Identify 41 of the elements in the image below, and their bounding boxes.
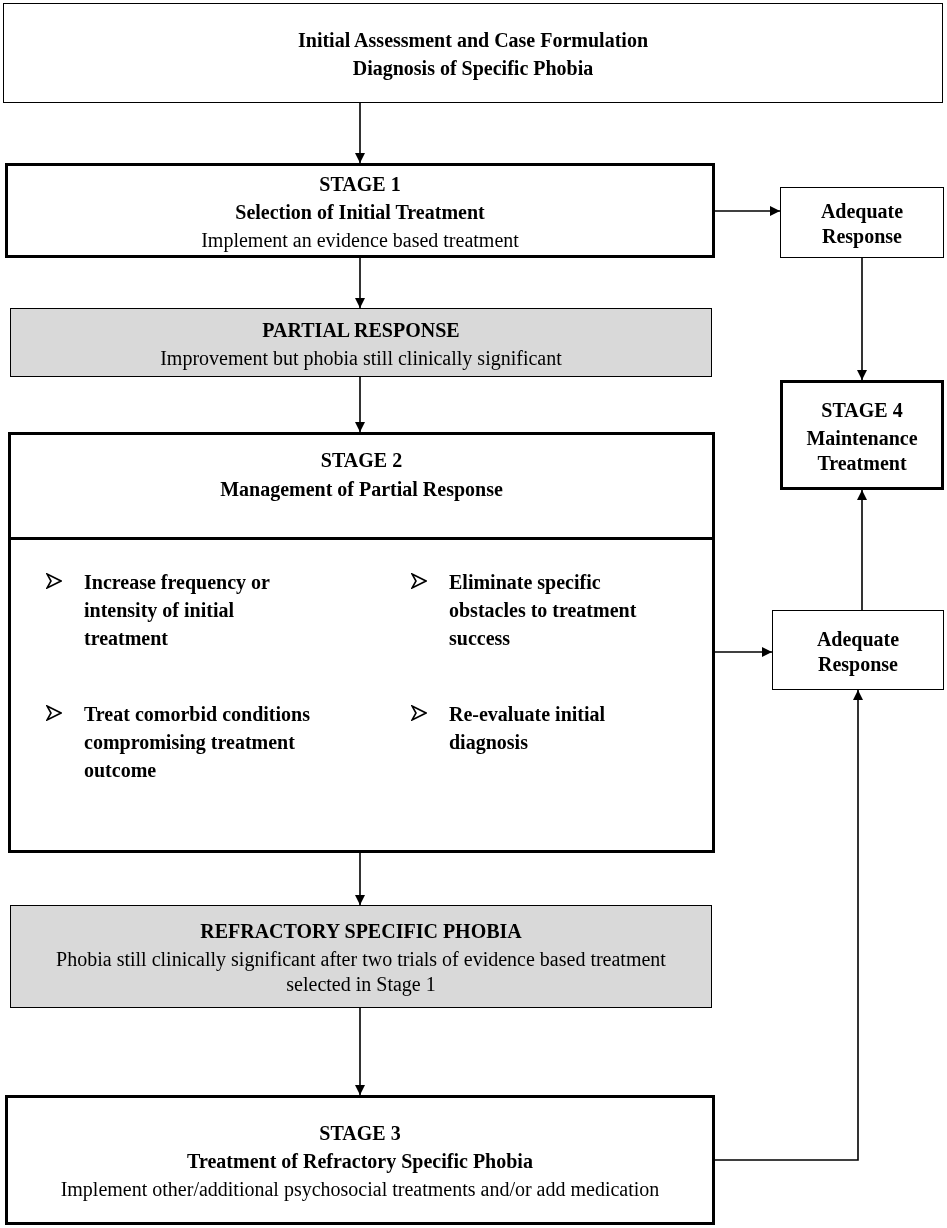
heading: STAGE 1 (318, 171, 402, 197)
heading: Diagnosis of Specific Phobia (351, 56, 595, 81)
heading: Adequate Response (819, 199, 905, 249)
heading: Initial Assessment and Case Formulation (297, 28, 649, 53)
heading: STAGE 4 (820, 397, 904, 423)
arrow (714, 206, 781, 216)
heading: STAGE 3 (318, 1121, 402, 1146)
heading: STAGE 2 (319, 448, 404, 473)
arrow (355, 102, 365, 164)
description: Phobia still clinically significant after two trials of evidence based treatment selected in Stage 1 (55, 947, 667, 997)
outcome-box (772, 610, 944, 690)
bullet-text: Eliminate specific obstacles to treatment success (449, 570, 638, 651)
stage-box (8, 432, 715, 853)
stage-box (5, 1095, 715, 1225)
heading: Treatment of Refractory Specific Phobia (186, 1149, 534, 1174)
description: Implement other/additional psychosocial treatments and/or add medication (59, 1177, 661, 1202)
bullet-text: Re-evaluate initial diagnosis (449, 702, 607, 756)
outcome-box (780, 187, 944, 258)
arrow (355, 852, 365, 906)
arrow (355, 376, 365, 433)
stage-box (5, 163, 715, 258)
stage-box (780, 380, 944, 490)
arrow (355, 257, 365, 309)
start-box (3, 3, 943, 103)
heading: Management of Partial Response (219, 477, 504, 502)
bullet-text: Increase frequency or intensity of initial treatment (84, 570, 271, 651)
heading: Adequate Response (815, 626, 901, 677)
arrow (714, 647, 773, 657)
heading: REFRACTORY SPECIFIC PHOBIA (199, 919, 523, 944)
description: Improvement but phobia still clinically significant (159, 345, 563, 371)
heading: PARTIAL RESPONSE (261, 317, 461, 343)
heading: Maintenance Treatment (805, 425, 919, 476)
description: Implement an evidence based treatment (200, 227, 520, 253)
heading: Selection of Initial Treatment (234, 199, 486, 225)
bullet-text: Treat comorbid conditions compromising treatment outcome (84, 702, 311, 783)
response-box (10, 905, 712, 1008)
arrow (857, 257, 867, 381)
response-box (10, 308, 712, 377)
arrow (857, 489, 867, 611)
arrow (714, 689, 863, 1161)
arrow (355, 1007, 365, 1096)
